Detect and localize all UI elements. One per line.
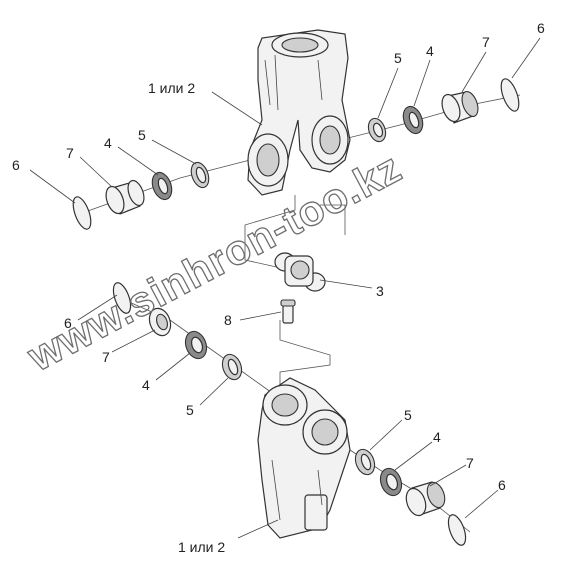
axis-upper-center-2 <box>320 204 346 235</box>
snap-ring-upper-left <box>72 196 92 230</box>
label-snap-ring-upper-left: 6 <box>12 157 20 173</box>
label-bearing-cup-lower-left: 7 <box>102 349 110 365</box>
label-bearing-cup-upper-left: 7 <box>66 145 74 161</box>
label-washer-lower-left: 5 <box>186 402 194 418</box>
label-snap-ring-lower-right: 6 <box>498 477 506 493</box>
washer-upper-right <box>367 117 387 143</box>
label-upper-yoke: 1 или 2 <box>148 80 195 96</box>
upper-left-bearing-set <box>72 161 210 230</box>
lower-yoke <box>257 377 351 539</box>
label-cross: 3 <box>376 283 384 299</box>
label-snap-ring-lower-left: 6 <box>64 315 72 331</box>
label-washer-lower-right: 5 <box>404 407 412 423</box>
cross-spider <box>274 252 326 292</box>
axis-lower-center <box>279 320 331 390</box>
seal-upper-right <box>402 105 424 135</box>
seal-upper-left <box>151 171 173 201</box>
label-lower-yoke: 1 или 2 <box>178 539 225 555</box>
snap-ring-lower-left <box>112 282 132 314</box>
lower-left-bearing-set <box>112 282 243 381</box>
washer-lower-left <box>221 353 243 381</box>
label-washer-upper-right: 5 <box>394 50 402 66</box>
snap-ring-lower-right <box>447 514 467 546</box>
label-washer-upper-left: 5 <box>138 127 146 143</box>
seal-lower-right <box>379 467 403 497</box>
axis-upper-right <box>339 94 521 141</box>
watermark: www.sinhron-too.kz <box>19 143 409 380</box>
washer-upper-left <box>190 161 210 189</box>
leader-lines <box>29 37 541 539</box>
axis-upper-center <box>244 195 296 271</box>
bearing-cup-lower-right <box>405 481 446 517</box>
upper-yoke <box>247 29 351 196</box>
label-snap-ring-upper-right: 6 <box>537 20 545 36</box>
washer-lower-right <box>354 448 376 476</box>
label-grease-fitting: 8 <box>224 312 232 328</box>
part-labels: 1 или 2 1 или 2 3 8 6 7 4 5 5 4 7 6 6 7 … <box>12 20 545 555</box>
seal-lower-left <box>184 330 208 360</box>
bearing-cup-upper-left <box>105 179 145 215</box>
label-seal-lower-left: 4 <box>142 377 150 393</box>
bearing-cup-upper-right <box>441 91 479 124</box>
bearing-cup-lower-left <box>148 307 172 337</box>
label-seal-upper-left: 4 <box>104 135 112 151</box>
label-seal-lower-right: 4 <box>433 429 441 445</box>
label-bearing-cup-upper-right: 7 <box>482 34 490 50</box>
snap-ring-upper-right <box>500 78 520 112</box>
label-seal-upper-right: 4 <box>426 43 434 59</box>
label-bearing-cup-lower-right: 7 <box>466 455 474 471</box>
lower-right-bearing-set <box>354 448 467 546</box>
upper-right-bearing-set <box>367 78 520 143</box>
grease-fitting <box>280 299 296 324</box>
